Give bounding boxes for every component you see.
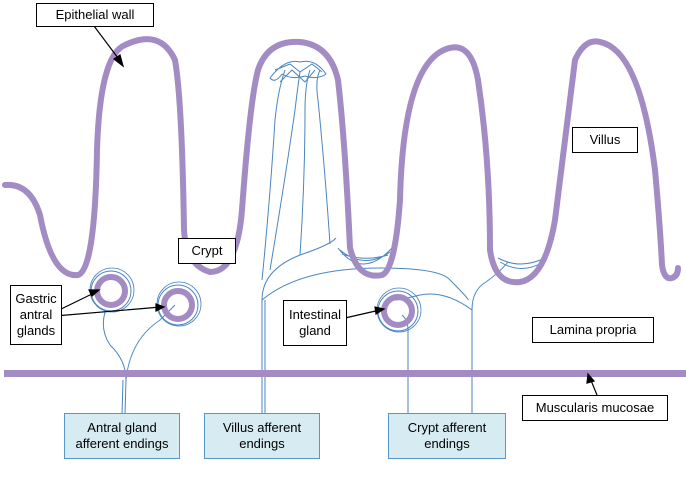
gastric-antral-gland-2 (156, 281, 202, 327)
villus-branch-2 (269, 71, 301, 271)
ending-antral-gland: Antral gland afferent endings (64, 413, 180, 459)
villus-branch-1 (261, 69, 286, 281)
gastric-arrowhead-1 (88, 289, 101, 297)
villus-branch-4 (316, 69, 331, 245)
epithelial-wall-arrowhead (112, 54, 125, 68)
ending-crypt: Crypt afferent endings (388, 413, 506, 459)
label-intestinal-gland: Intestinal gland (283, 300, 347, 346)
crypt-base-arc-left (337, 247, 393, 265)
label-muscularis-mucosae: Muscularis mucosae (522, 395, 668, 421)
intestinal-gland (376, 287, 422, 333)
intestinal-gland-pointer (344, 309, 381, 319)
villus-branch-3 (299, 69, 311, 256)
ending-villus: Villus afferent endings (204, 413, 320, 459)
label-crypt: Crypt (178, 238, 236, 264)
epithelial-wall-pointer (93, 25, 122, 63)
intestinal-gland-arrowhead (374, 306, 386, 315)
label-lamina-propria: Lamina propria (532, 317, 654, 343)
muscularis-mucosae-band (4, 370, 686, 377)
label-villus: Villus (572, 127, 638, 153)
nerve-fibers (102, 60, 546, 451)
epithelial-wall (2, 36, 681, 286)
label-epithelial-wall: Epithelial wall (36, 3, 154, 27)
villus-tip-tangle (269, 60, 327, 83)
gastric-arrowhead-2 (155, 303, 166, 312)
muscularis-arrowhead (586, 372, 596, 384)
label-gastric-antral-glands: Gastric antral glands (10, 285, 62, 345)
gastric-pointer-2 (54, 306, 162, 317)
villus-nerve-trunk (261, 237, 469, 450)
